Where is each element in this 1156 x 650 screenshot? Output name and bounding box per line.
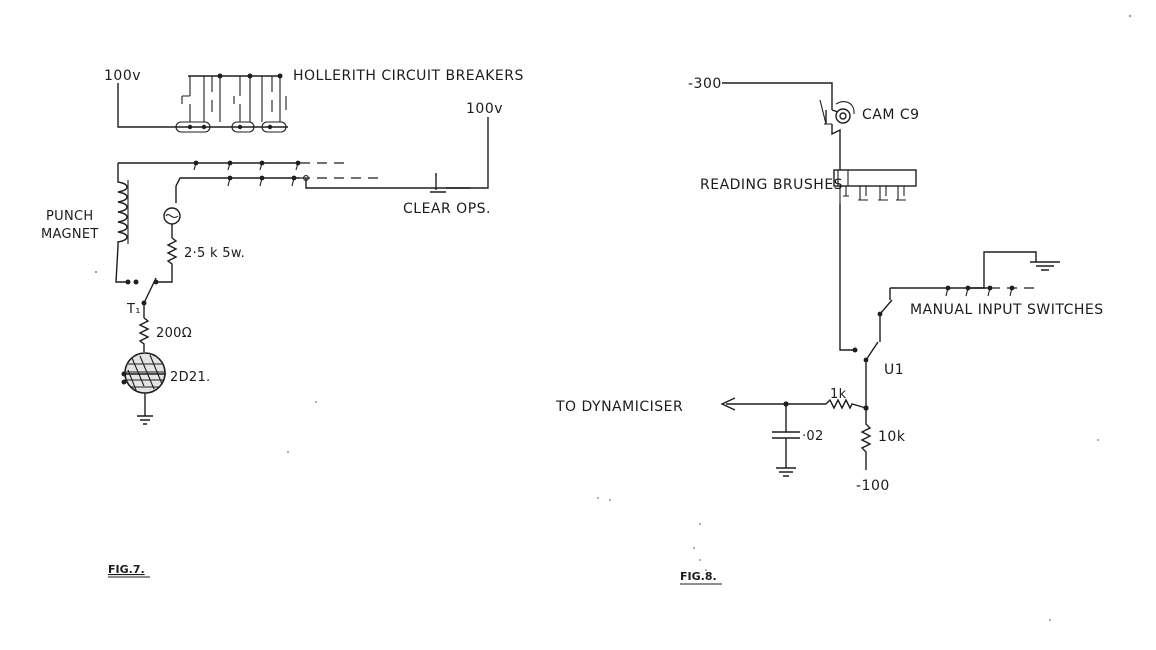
- fig8-wire-300: [722, 82, 833, 90]
- fig7-label-100v-left: 100v: [104, 68, 141, 84]
- fig7-label-tube: 2D21.: [170, 370, 210, 385]
- fig7-resistor-200: [138, 317, 150, 352]
- fig8-caption: FIG.8.: [680, 570, 717, 583]
- fig7-punch-magnet-coil: [117, 163, 128, 246]
- fig7-label-hollerith: HOLLERITH CIRCUIT BREAKERS: [293, 68, 524, 84]
- fig7-hollerith-breakers: [175, 73, 287, 133]
- fig8-resistor-1k: [825, 398, 867, 410]
- fig8-resistor-10k: [860, 408, 872, 470]
- fig8-label-300: -300: [688, 76, 722, 92]
- fig7-wire-100v-left: [117, 83, 178, 128]
- fig8-label-resistor-1k: 1k: [830, 387, 847, 402]
- fig8-label-manual-input: MANUAL INPUT SWITCHES: [910, 302, 1104, 318]
- fig7-label-clear-ops: CLEAR OPS.: [403, 201, 491, 217]
- fig8-ground-bottom: [776, 467, 796, 477]
- fig7-label-resistor-200: 200Ω: [156, 326, 192, 341]
- fig7-caption: FIG.7.: [108, 563, 145, 576]
- fig8-labels: -300 CAM C9 READING BRUSHES MANUAL INPUT…: [555, 76, 1104, 585]
- fig7-resistor-2-5k: [156, 237, 178, 283]
- fig7-clear-ops-wire: [305, 178, 430, 189]
- fig8-ground-top: [1030, 261, 1060, 271]
- fig7-label-resistor-2-5k: 2·5 k 5w.: [184, 246, 245, 261]
- fig8-label-reading-brushes: READING BRUSHES: [700, 177, 843, 193]
- fig7-labels: 100v HOLLERITH CIRCUIT BREAKERS 100v CLE…: [41, 68, 524, 578]
- fig8-capacitor: [772, 431, 800, 439]
- fig8-label-resistor-10k: 10k: [878, 429, 906, 445]
- fig8-cam-c9: [835, 108, 851, 124]
- fig7-label-t1: T₁: [126, 302, 141, 317]
- fig7-diagram: [95, 73, 489, 453]
- fig7-tube-2d21: [121, 352, 166, 425]
- fig8-label-to-dynamiciser: TO DYNAMICISER: [555, 399, 683, 415]
- fig8-manual-switch: [879, 288, 893, 315]
- fig7-label-punch: PUNCH: [46, 209, 93, 224]
- fig7-label-100v-right: 100v: [466, 101, 503, 117]
- fig8-reading-brushes: [833, 169, 917, 187]
- fig8-label-capacitor: ·02: [802, 429, 824, 444]
- fig8-label-u1: U1: [884, 362, 904, 378]
- fig8-label-cam: CAM C9: [862, 107, 920, 123]
- fig8-diagram: [597, 15, 1131, 621]
- fig8-label-100: -100: [856, 478, 890, 494]
- fig7-clear-ops-key: [430, 173, 446, 193]
- fig7-label-magnet: MAGNET: [41, 227, 99, 242]
- fig8-u1-switch: [865, 341, 879, 361]
